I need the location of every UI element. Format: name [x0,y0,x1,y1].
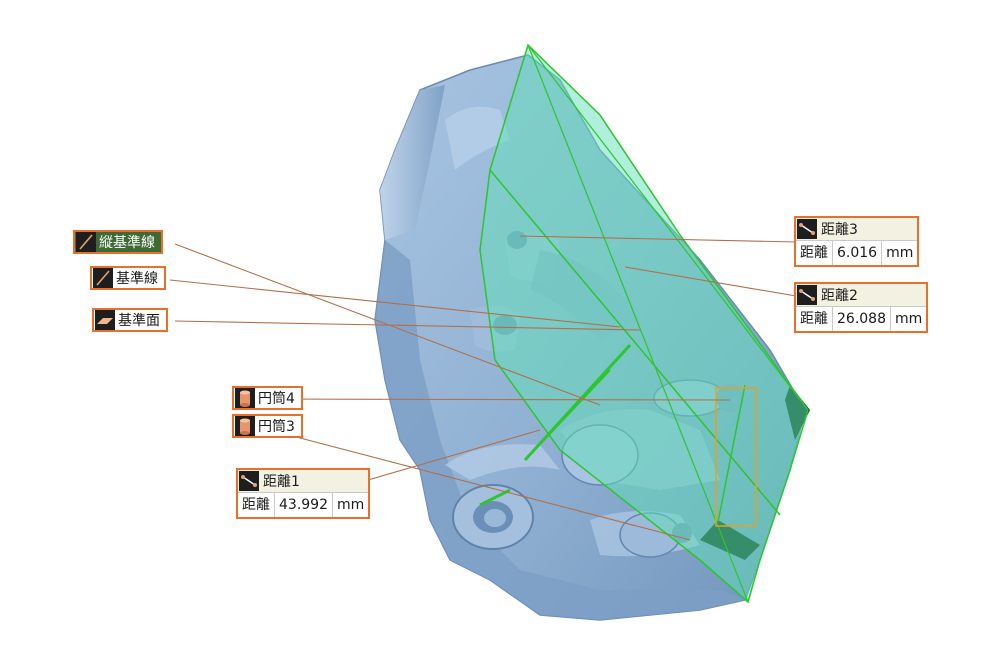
feature-tag-vertical-reference-line[interactable]: 縦基準線 [73,230,163,254]
measurement-title: 距離2 [821,288,858,304]
measurement-value: 26.088 [833,307,891,331]
measurement-row: 距離 43.992 mm [238,493,368,517]
feature-tag-reference-plane[interactable]: 基準面 [92,308,168,332]
measurement-title: 距離3 [821,222,858,238]
distance-icon [797,285,817,305]
feature-tag-cylinder-3[interactable]: 円筒3 [232,414,303,438]
measurement-unit: mm [886,245,914,261]
measurement-distance-2[interactable]: 距離2 距離 26.088 mm [794,282,929,333]
measurement-unit: mm [895,311,923,327]
feature-label: 円筒3 [258,419,295,435]
feature-label: 基準線 [116,271,158,287]
distance-icon [239,471,259,491]
measurement-header: 距離3 [796,218,918,241]
measurement-name: 距離 [238,493,275,517]
selection-box [715,387,757,527]
measurement-title: 距離1 [263,474,300,490]
measurement-name: 距離 [796,241,833,265]
distance-icon [797,219,817,239]
cylinder-icon [235,416,255,436]
measurement-header: 距離2 [796,284,927,307]
measurement-value: 6.016 [833,241,883,265]
measurement-name: 距離 [796,307,833,331]
feature-tag-reference-line[interactable]: 基準線 [90,266,166,290]
measurement-header: 距離1 [238,470,369,493]
leader-lines [169,235,797,541]
line-icon [76,232,96,252]
measurement-distance-1[interactable]: 距離1 距離 43.992 mm [236,468,371,519]
measurement-value: 43.992 [275,493,333,517]
plane-icon [95,310,115,330]
measurement-row: 距離 26.088 mm [796,307,926,331]
measurement-row: 距離 6.016 mm [796,241,917,265]
feature-tag-cylinder-4[interactable]: 円筒4 [232,386,303,410]
reference-plane-surface[interactable] [479,43,809,604]
measurement-unit: mm [337,497,365,513]
cylinder-icon [235,388,255,408]
measurement-distance-3[interactable]: 距離3 距離 6.016 mm [794,216,920,267]
feature-label: 縦基準線 [99,235,155,251]
line-icon [93,268,113,288]
feature-label: 基準面 [118,313,160,329]
feature-label: 円筒4 [258,391,295,407]
